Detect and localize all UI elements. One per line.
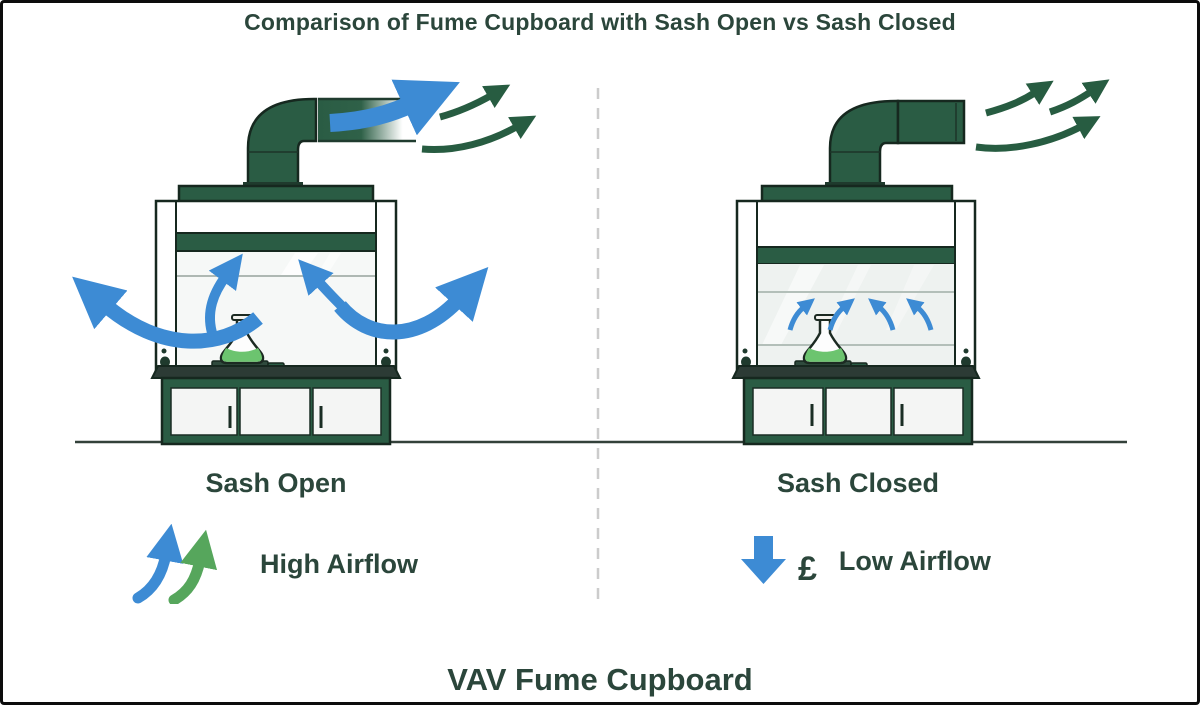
high-airflow-label: High Airflow: [260, 548, 418, 579]
left-panel-caption: Sash Open: [205, 468, 347, 498]
right-fume-cupboard: [731, 79, 1110, 446]
left-bench: [150, 365, 402, 379]
left-exhaust-blue-arrow: [329, 79, 460, 136]
left-cupboard-body: [154, 199, 398, 379]
right-exhaust-green-arrows: [975, 79, 1110, 152]
left-base-cabinet: [160, 376, 392, 446]
left-flask-icon: [211, 314, 285, 371]
high-airflow-legend: High Airflow: [132, 524, 418, 604]
low-airflow-legend: £ Low Airflow: [740, 536, 991, 588]
right-sash-airflow-arrows: [787, 298, 934, 331]
right-bench: [731, 365, 981, 379]
right-cupboard-body: [735, 199, 977, 379]
pound-sign-icon: £: [798, 549, 817, 588]
right-base-cabinet: [742, 376, 974, 446]
left-exhaust-green-arrows: [421, 84, 537, 154]
page-title: Comparison of Fume Cupboard with Sash Op…: [244, 9, 956, 35]
left-fume-cupboard: [72, 79, 537, 446]
left-plenum-cap: [177, 184, 375, 204]
right-panel-caption: Sash Closed: [776, 468, 940, 498]
right-plenum-cap: [760, 184, 954, 204]
right-duct: [825, 99, 966, 192]
double-up-arrows-icon: [132, 524, 218, 604]
left-sash-airflow-arrows: [72, 253, 489, 349]
down-arrow-icon: [741, 536, 786, 584]
low-airflow-label: Low Airflow: [838, 545, 991, 576]
footer-title: VAV Fume Cupboard: [447, 662, 753, 697]
